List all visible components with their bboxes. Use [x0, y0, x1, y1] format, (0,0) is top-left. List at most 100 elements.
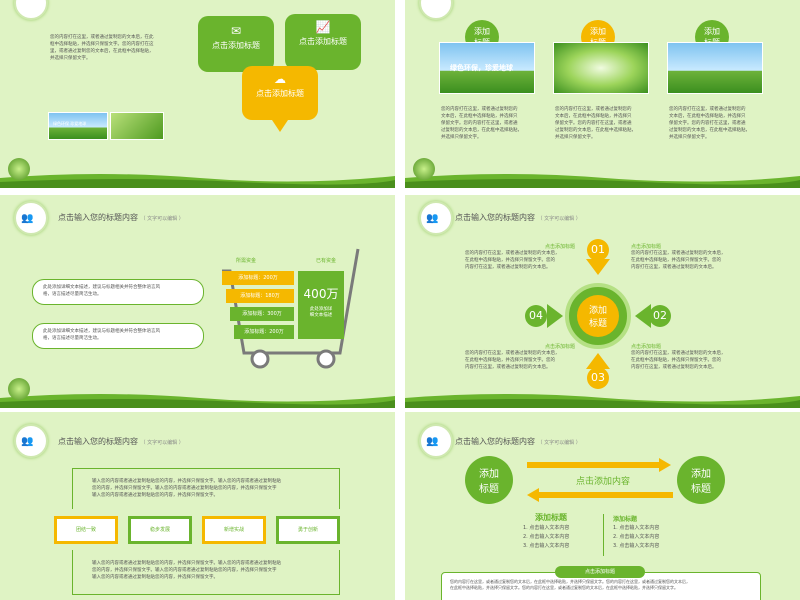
logo-icon — [419, 0, 453, 20]
text-line: 保留文字。您的内容打在这里，或者通 — [555, 121, 632, 126]
left-circle[interactable]: 添加 标题 — [465, 456, 513, 504]
num-04[interactable]: 04 — [525, 305, 547, 327]
slide-title: 点击输入您的标题内容 （ 文字可以编辑 ） — [58, 436, 184, 447]
arrow-left-bar — [537, 492, 673, 498]
title-note: （ 文字可以编辑 ） — [537, 440, 581, 446]
people-icon: 👥 — [426, 213, 439, 224]
title-text: 点击输入您的标题内容 — [455, 437, 535, 446]
text-line: 输入您的内容或者通过复制粘贴您的内容，并选择只保留文字。 — [92, 575, 218, 580]
text-box-1[interactable]: 此处添加详细文本描述，建议与标题相关并符合整体语言风 格，语言描述尽量简洁生动。 — [32, 279, 204, 305]
text-line: 在此框中选择粘贴，并选择只保留文字。您的内容打在这里，或者通过复制您的文本后，在… — [450, 585, 678, 590]
text-line: 您的内容打在这里，或者通过复制您的 — [441, 107, 518, 112]
text-line: 在此框中选择粘贴，并选择只保留文字。您的 — [465, 258, 555, 263]
text-line: 过复制您的文本后，在此框中选择粘贴， — [441, 128, 522, 133]
col-left-header: 所需资金 — [236, 258, 257, 264]
bubble-b[interactable]: 📈 点击添加标题 — [285, 14, 361, 70]
arrow-right-head — [659, 458, 671, 472]
bar-row-1: 添加标题：200万 — [222, 271, 294, 285]
arrow-left-head — [527, 488, 539, 502]
text-line: 在此框中选择粘贴，并选择只保留文字。您的 — [631, 258, 721, 263]
text-line: 输入您的内容或者通过复制粘贴您的内容，并选择只保留文字。输入您的内容或者通过复制… — [92, 561, 281, 566]
grass-ground — [405, 174, 800, 188]
photo-1: 绿色环保，珍爱地球 — [439, 42, 535, 94]
photo-caption: 绿色环保，珍爱地球 — [450, 64, 513, 72]
slide-4[interactable]: 👥 点击输入您的标题内容 （ 文字可以编辑 ） 添加 标题 01 02 03 0… — [405, 195, 800, 408]
cloud-icon: ☁ — [274, 72, 286, 86]
text-line: 您的内容打在这里，或者通过复制您的文本后， — [465, 351, 560, 356]
text-line: 内容打在这里，或者通过复制您的文本后。 — [465, 265, 551, 270]
bubble-a[interactable]: ✉ 点击添加标题 — [198, 16, 274, 72]
slide-title: 点击输入您的标题内容 （ 文字可以编辑 ） — [58, 212, 184, 223]
text-line: 您的内容，并选择只保留文字。输入您的内容或者通过复制粘贴您的内容，并选择只保留文… — [92, 486, 277, 491]
slide-1[interactable]: 您的内容打在这里，或者通过复制您的文本后，在此 框中选择粘贴，并选择只保留文字。… — [0, 0, 395, 188]
col-right-header: 已有资金 — [316, 258, 337, 264]
col-3-text: 您的内容打在这里，或者通过复制您的 文本后，在此框中选择粘贴，并选择只 保留文字… — [669, 106, 759, 141]
logo-icon — [14, 0, 48, 20]
text-line: 文本后，在此框中选择粘贴，并选择只 — [555, 114, 632, 119]
center-label[interactable]: 添加 标题 — [577, 295, 619, 337]
total-value: 400万 — [303, 287, 339, 301]
list-right: 1. 点击输入文本内容 2. 点击输入文本内容 3. 点击输入文本内容 — [613, 524, 659, 551]
text-line: 输入您的内容或者通过复制粘贴您的内容，并选择只保留文字。 — [92, 493, 218, 498]
logo-icon: 👥 — [419, 424, 453, 458]
text-line: 过复制您的文本后，在此框中选择粘贴， — [555, 128, 636, 133]
globe-icon — [413, 158, 435, 180]
bar-row-3: 添加标题：300万 — [230, 307, 294, 321]
text-line: 您的内容打在这里，或者通过复制您的文本后，在此框中选择粘贴，并选择只保留文字。您… — [450, 579, 690, 584]
mail-icon: ✉ — [230, 24, 242, 38]
bottom-frame — [72, 550, 340, 595]
text-line: 您的内容打在这里，或者通过复制您的 — [555, 107, 632, 112]
people-icon: 👥 — [21, 213, 34, 224]
bubble-a-label: 点击添加标题 — [212, 41, 260, 50]
text-line: 并选择只保留文字。 — [441, 135, 482, 140]
slide-2[interactable]: 添加 标题 添加 标题 添加 标题 绿色环保，珍爱地球 您的内容打在这里，或者通… — [405, 0, 800, 188]
right-circle[interactable]: 添加 标题 — [677, 456, 725, 504]
slide-3[interactable]: 👥 点击输入您的标题内容 （ 文字可以编辑 ） 此处添加详细文本描述，建议与标题… — [0, 195, 395, 408]
text-line: 文本后，在此框中选择粘贴，并选择只 — [669, 114, 746, 119]
grass-ground — [0, 174, 395, 188]
text-line: 此处添加详细文本描述，建议与标题相关并符合整体语言风 — [43, 329, 160, 334]
text-box-2[interactable]: 此处添加详细文本描述，建议与标题相关并符合整体语言风 格，语言描述尽量简洁生动。 — [32, 323, 204, 349]
bottom-text-box[interactable]: 您的内容打在这里，或者通过复制您的文本后，在此框中选择粘贴，并选择只保留文字。您… — [441, 572, 761, 600]
slide-6[interactable]: 👥 点击输入您的标题内容 （ 文字可以编辑 ） 添加 标题 添加 标题 点击添加… — [405, 412, 800, 600]
landscape-photo: 绿色环保 珍爱地球 — [48, 112, 108, 140]
text-line: 您的内容打在这里，或者通过复制您的 — [669, 107, 746, 112]
text-line: 您的内容，并选择只保留文字。输入您的内容或者通过复制粘贴您的内容，并选择只保留文… — [92, 568, 277, 573]
title-text: 点击输入您的标题内容 — [58, 437, 138, 446]
block-label: 点击添加标题 — [544, 344, 575, 350]
total-note: 此处添加详 — [309, 307, 333, 312]
total-note: 细文本描述 — [309, 313, 333, 318]
list-item: 1. 点击输入文本内容 — [613, 525, 660, 531]
list-item: 3. 点击输入文本内容 — [613, 543, 660, 549]
pointer-01 — [586, 259, 610, 275]
pointer-04 — [547, 304, 563, 328]
text-line: 保留文字。您的内容打在这里，或者通 — [441, 121, 518, 126]
text-line: 内容打在这里，或者通过复制您的文本后。 — [631, 365, 717, 370]
globe-icon — [8, 158, 30, 180]
bubble-c[interactable]: ☁ 点击添加标题 — [242, 66, 318, 120]
text-line: 内容打在这里，或者通过复制您的文本后。 — [465, 365, 551, 370]
chart-icon: 📈 — [315, 20, 331, 34]
slide-5[interactable]: 👥 点击输入您的标题内容 （ 文字可以编辑 ） 输入您的内容或者通过复制粘贴您的… — [0, 412, 395, 600]
text-line: 保留文字。您的内容打在这里，或者通 — [669, 121, 746, 126]
photo-caption: 绿色环保 珍爱地球 — [53, 121, 87, 126]
block-label: 点击添加标题 — [544, 244, 575, 250]
text-line: 在此框中选择粘贴，并选择只保留文字。您的 — [631, 358, 721, 363]
num-01[interactable]: 01 — [587, 239, 609, 261]
list-left: 1. 点击输入文本内容 2. 点击输入文本内容 3. 点击输入文本内容 — [523, 524, 569, 551]
logo-icon: 👥 — [419, 201, 453, 235]
top-text: 输入您的内容或者通过复制粘贴您的内容，并选择只保留文字。输入您的内容或者通过复制… — [92, 478, 342, 499]
text-line: 您的内容打在这里，或者通过复制您的文本后， — [631, 351, 726, 356]
tag-2[interactable]: 稳步发展 — [128, 516, 192, 544]
num-03[interactable]: 03 — [587, 367, 609, 389]
text-line: 并选择只保留文字。 — [555, 135, 596, 140]
slide-title: 点击输入您的标题内容 （ 文字可以编辑 ） — [455, 212, 581, 223]
num-02[interactable]: 02 — [649, 305, 671, 327]
slide-title: 点击输入您的标题内容 （ 文字可以编辑 ） — [455, 436, 581, 447]
tag-1[interactable]: 团结一致 — [54, 516, 118, 544]
text-line: 您的内容打在这里，或者通过复制您的文本后， — [465, 251, 560, 256]
tag-3[interactable]: 新增实战 — [202, 516, 266, 544]
top-frame — [72, 468, 340, 509]
logo-icon: 👥 — [14, 424, 48, 458]
tag-4[interactable]: 勇于创新 — [276, 516, 340, 544]
